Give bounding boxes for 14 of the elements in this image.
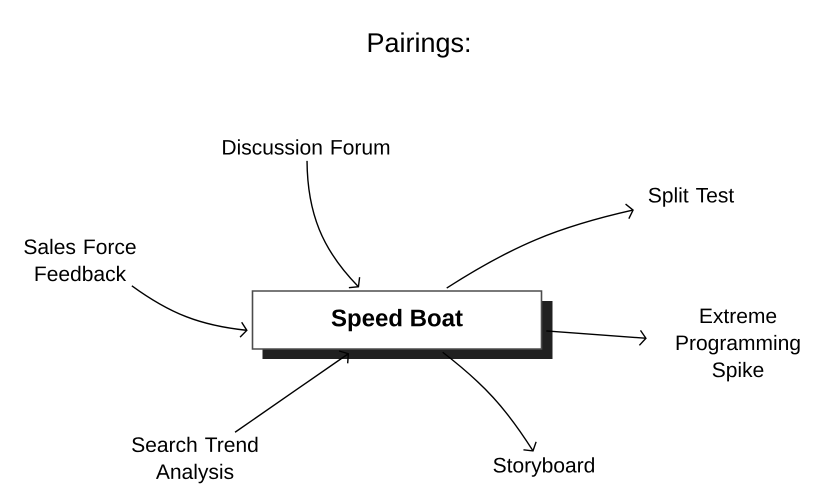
node-label: Storyboard — [494, 457, 594, 477]
node-label: Split Test — [648, 187, 734, 207]
arrow — [131, 285, 248, 338]
node-label: Extreme Programming Spike — [676, 308, 800, 382]
arrow — [546, 330, 647, 346]
arrow — [446, 204, 634, 289]
node-label: Sales Force Feedback — [24, 238, 136, 282]
title: Pairings: — [368, 32, 470, 58]
process-box: Speed Boat — [252, 290, 552, 359]
arrow — [442, 352, 537, 452]
arrow — [234, 350, 350, 433]
node-label: Search Trend Analysis — [132, 436, 258, 484]
arrow — [306, 160, 360, 288]
node-label: Discussion Forum — [223, 139, 390, 155]
